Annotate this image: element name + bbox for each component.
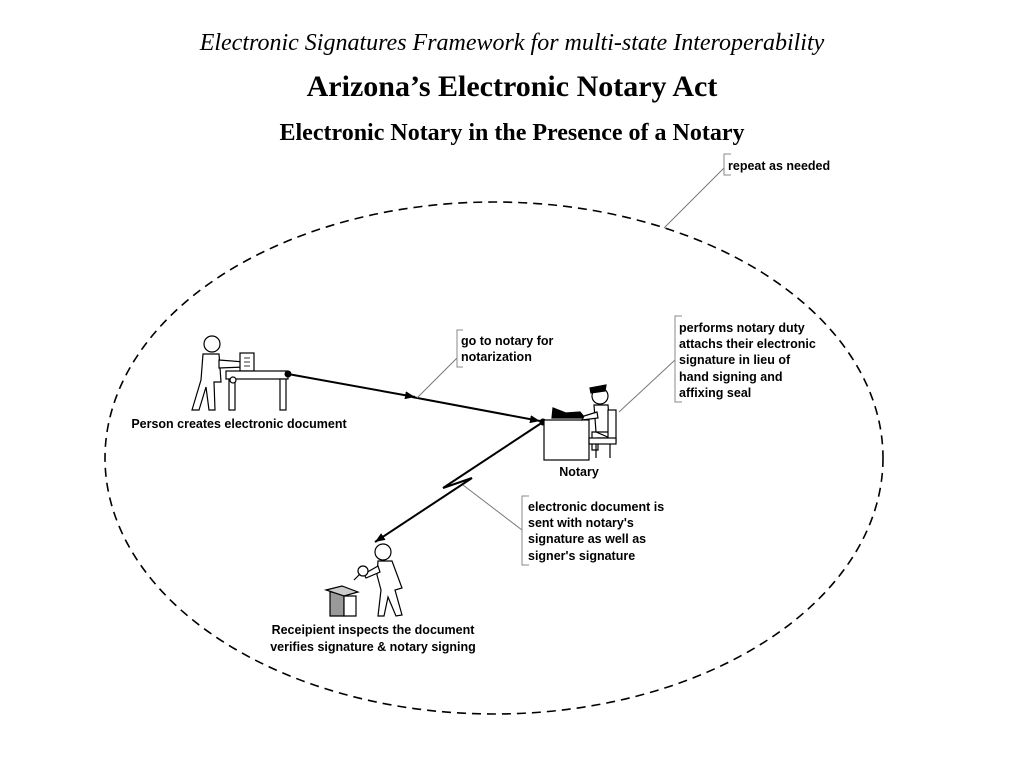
creator-figure — [191, 335, 289, 411]
loop-callout: repeat as needed — [663, 153, 830, 229]
recipient-label-line1: Receipient inspects the document — [272, 623, 476, 637]
step2-note-line3: signature in lieu of — [679, 353, 791, 367]
step1-callout: go to notary for notarization — [416, 329, 553, 399]
step2-note-line2: attachs their electronic — [679, 337, 816, 351]
flow-arrow-to-notary-2 — [411, 396, 541, 424]
step1-note-line2: notarization — [461, 350, 532, 364]
step3-note-line4: signer's signature — [528, 549, 635, 563]
creator-label: Person creates electronic document — [131, 417, 347, 431]
recipient-figure — [323, 543, 403, 617]
notary-label: Notary — [559, 465, 599, 479]
repeat-loop-ellipse — [104, 201, 884, 715]
page-title: Arizona’s Electronic Notary Act — [306, 70, 718, 103]
electronic-send-arrow — [374, 421, 544, 543]
flow-node-start — [284, 370, 292, 378]
recipient-label-line2: verifies signature & notary signing — [270, 640, 476, 654]
step3-note-line3: signature as well as — [528, 532, 646, 546]
step3-note-line2: sent with notary's — [528, 516, 634, 530]
page-subtitle: Electronic Notary in the Presence of a N… — [279, 120, 745, 146]
step3-note-line1: electronic document is — [528, 500, 664, 514]
loop-note: repeat as needed — [728, 159, 830, 173]
notary-figure — [543, 384, 617, 461]
step1-note-line1: go to notary for — [461, 334, 553, 348]
flow-arrow-to-notary — [287, 373, 416, 400]
step2-note-line1: performs notary duty — [679, 321, 805, 335]
step2-note-line5: affixing seal — [679, 386, 751, 400]
step2-callout: performs notary duty attachs their elect… — [618, 315, 816, 413]
step3-callout: electronic document is sent with notary'… — [462, 484, 664, 566]
step2-note-line4: hand signing and — [679, 370, 782, 384]
series-title: Electronic Signatures Framework for mult… — [199, 30, 825, 56]
